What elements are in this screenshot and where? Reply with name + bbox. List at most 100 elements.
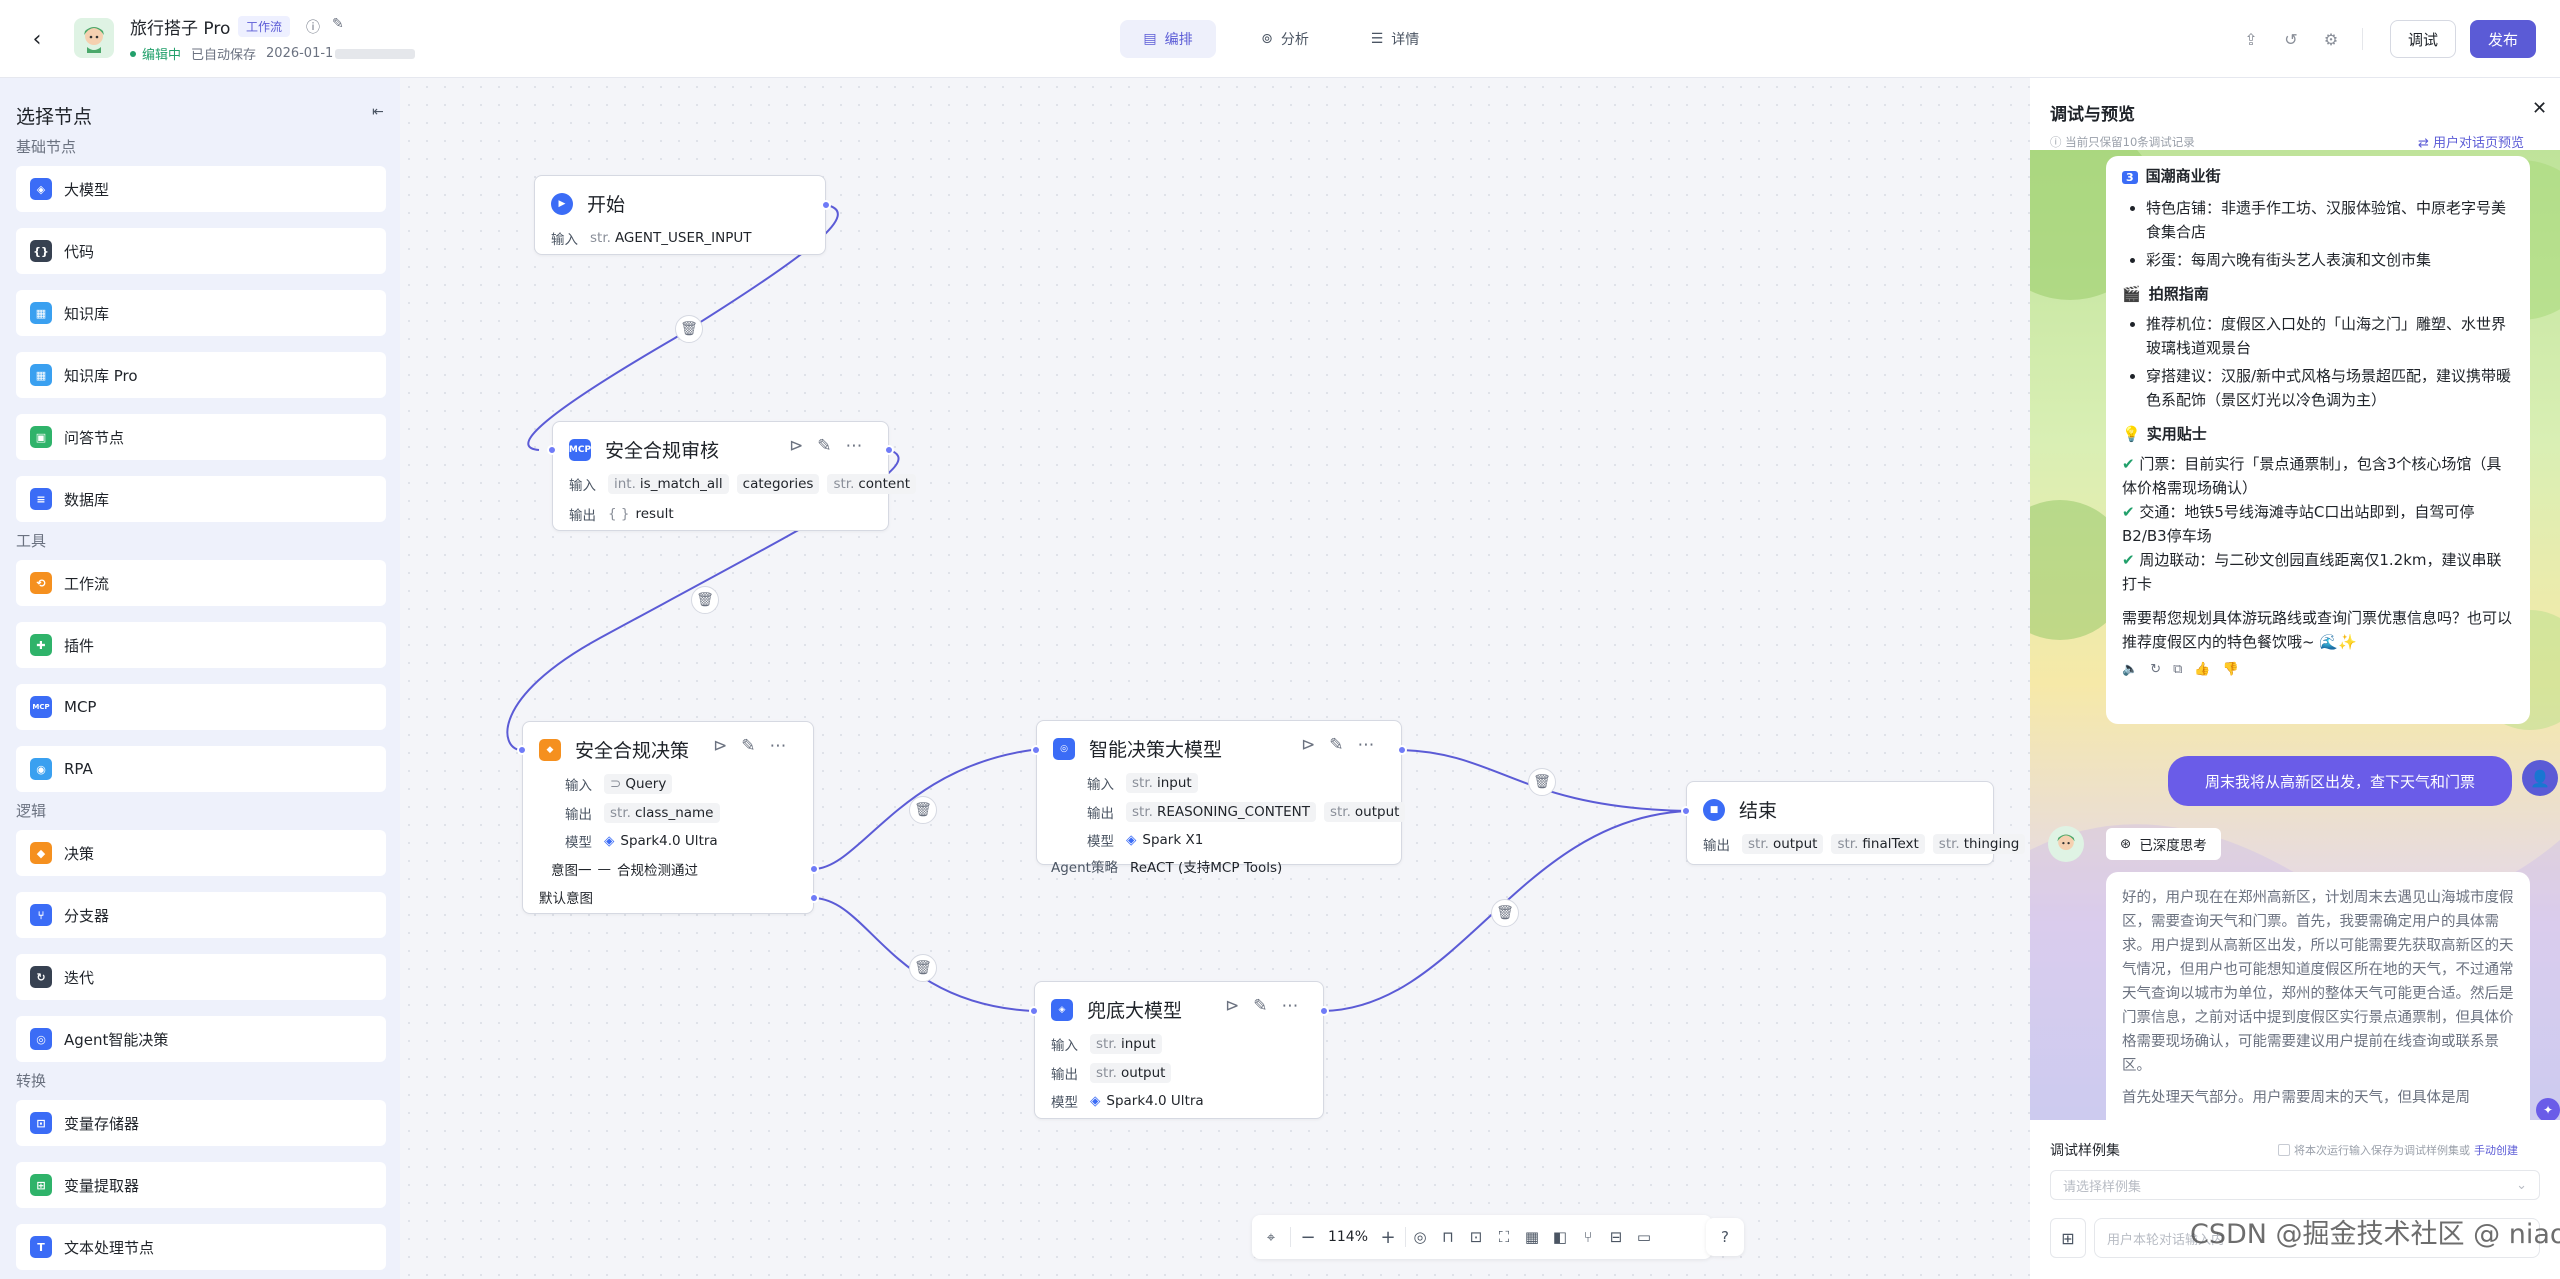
sidebar-item-database[interactable]: ≡数据库: [16, 476, 386, 522]
layout-icon[interactable]: ◧: [1552, 1228, 1568, 1246]
port-in[interactable]: [1681, 806, 1691, 816]
sidebar-item-rpa[interactable]: ◉RPA: [16, 746, 386, 792]
sidebar-item-qa[interactable]: ▣问答节点: [16, 414, 386, 460]
import-icon[interactable]: ⊡: [1469, 1228, 1483, 1246]
sidebar-item-llm[interactable]: ◈大模型: [16, 166, 386, 212]
more-icon[interactable]: ⋯: [1357, 735, 1375, 755]
deep-think-toggle[interactable]: ⊛已深度思考: [2106, 828, 2221, 860]
edit-icon[interactable]: ✎: [1253, 996, 1268, 1016]
port-out-intent[interactable]: [809, 864, 819, 874]
chat-input[interactable]: 用户本轮对话输入内: [2094, 1218, 2540, 1258]
sample-select[interactable]: 请选择样例集⌄: [2050, 1170, 2540, 1200]
edit-icon[interactable]: ✎: [1329, 735, 1344, 755]
more-icon[interactable]: ⋯: [845, 436, 863, 456]
sidebar-item-iteration[interactable]: ↻迭代: [16, 954, 386, 1000]
sidebar-item-workflow[interactable]: ⟲工作流: [16, 560, 386, 606]
help-icon[interactable]: ?: [1706, 1218, 1744, 1256]
manual-create-link[interactable]: 手动创建: [2474, 1144, 2518, 1157]
sidebar-item-knowledge[interactable]: ▦知识库: [16, 290, 386, 336]
edit-icon[interactable]: ✎: [741, 736, 756, 756]
save-checkbox[interactable]: [2278, 1144, 2290, 1156]
sidebar-item-decision[interactable]: ◆决策: [16, 830, 386, 876]
grid-icon[interactable]: ▦: [1524, 1228, 1540, 1246]
port-in[interactable]: [1031, 745, 1041, 755]
run-icon[interactable]: ⊳: [713, 736, 728, 756]
port-out[interactable]: [1397, 745, 1407, 755]
run-icon[interactable]: ⊳: [1225, 996, 1240, 1016]
fit-view-icon[interactable]: ⛶: [1498, 1228, 1510, 1246]
more-icon[interactable]: ⋯: [1281, 996, 1299, 1016]
collapse-icon[interactable]: ⇤: [372, 104, 384, 120]
sidebar-item-var-extract[interactable]: ⊞变量提取器: [16, 1162, 386, 1208]
edit-icon[interactable]: ✎: [817, 436, 832, 456]
thumbs-down-icon[interactable]: 👎: [2222, 662, 2239, 677]
minimap-icon[interactable]: ⊟: [1609, 1228, 1623, 1246]
pointer-icon[interactable]: ⌖: [1266, 1228, 1276, 1246]
run-icon[interactable]: ⊳: [789, 436, 804, 456]
sparkle-icon[interactable]: ✦: [2536, 1098, 2560, 1120]
port-out[interactable]: [821, 200, 831, 210]
port-in[interactable]: [547, 445, 557, 455]
tab-analysis[interactable]: ⊚分析: [1240, 20, 1330, 58]
tab-details[interactable]: ☰详情: [1350, 20, 1440, 58]
delete-edge-icon[interactable]: 🗑: [1528, 768, 1556, 796]
database-icon: ≡: [30, 488, 52, 510]
run-icon[interactable]: ⊳: [1301, 735, 1316, 755]
delete-edge-icon[interactable]: 🗑: [1491, 899, 1519, 927]
comment-icon[interactable]: ▭: [1636, 1228, 1652, 1246]
sidebar-item-plugin[interactable]: ✚插件: [16, 622, 386, 668]
publish-button[interactable]: 发布: [2470, 20, 2536, 58]
close-icon[interactable]: ✕: [2532, 98, 2548, 119]
copy-icon[interactable]: ⧉: [2173, 662, 2183, 677]
tab-label: 分析: [1280, 32, 1309, 48]
port-out-default[interactable]: [809, 893, 819, 903]
port-in[interactable]: [517, 745, 527, 755]
rpa-icon: ◉: [30, 758, 52, 780]
regenerate-icon[interactable]: ↻: [2150, 662, 2162, 677]
branch-icon[interactable]: ⑂: [1583, 1228, 1593, 1246]
settings-icon[interactable]: ⚙: [2323, 29, 2339, 49]
port-out[interactable]: [884, 445, 894, 455]
debug-button[interactable]: 调试: [2390, 20, 2456, 58]
locate-icon[interactable]: ◎: [1413, 1228, 1427, 1246]
sidebar-item-agent[interactable]: ◎Agent智能决策: [16, 1016, 386, 1062]
sidebar-item-knowledge-pro[interactable]: ▦知识库 Pro: [16, 352, 386, 398]
delete-edge-icon[interactable]: 🗑: [691, 586, 719, 614]
zoom-in-icon[interactable]: +: [1380, 1226, 1396, 1248]
export-icon[interactable]: ⇪: [2244, 29, 2258, 49]
sidebar-item-code[interactable]: {}代码: [16, 228, 386, 274]
knowledge-pro-icon: ▦: [30, 364, 52, 386]
bag-icon[interactable]: ⊓: [1442, 1228, 1454, 1246]
user-preview-link[interactable]: ⇄ 用户对话页预览: [2418, 136, 2525, 151]
speaker-icon[interactable]: 🔈: [2122, 662, 2139, 677]
delete-edge-icon[interactable]: 🗑: [675, 315, 703, 343]
edit-icon[interactable]: ✎: [332, 16, 344, 32]
zoom-out-icon[interactable]: −: [1300, 1226, 1316, 1248]
delete-edge-icon[interactable]: 🗑: [909, 954, 937, 982]
back-icon[interactable]: ‹: [32, 26, 42, 52]
zoom-level[interactable]: 114%: [1327, 1229, 1369, 1245]
more-icon[interactable]: ⋯: [769, 736, 787, 756]
sidebar-item-branch[interactable]: ⑂分支器: [16, 892, 386, 938]
info-icon[interactable]: ⓘ: [306, 20, 320, 36]
tab-orchestrate[interactable]: ▤编排: [1120, 20, 1216, 58]
toolbox-icon[interactable]: ⊞: [2050, 1218, 2086, 1258]
sidebar-item-var-store[interactable]: ⊡变量存储器: [16, 1100, 386, 1146]
history-icon[interactable]: ↺: [2284, 29, 2298, 49]
port-in[interactable]: [1029, 1006, 1039, 1016]
type-prefix: str.: [1837, 836, 1859, 852]
port-out[interactable]: [1319, 1006, 1329, 1016]
delete-edge-icon[interactable]: 🗑: [909, 796, 937, 824]
thumbs-up-icon[interactable]: 👍: [2194, 662, 2211, 677]
